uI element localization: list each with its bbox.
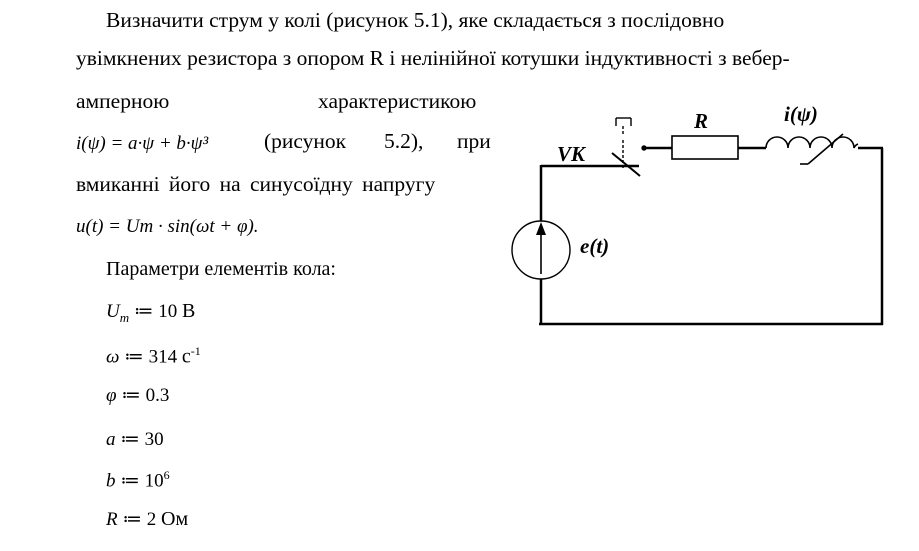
- formula-voltage: u(t) = Um · sin(ωt + φ).: [76, 216, 259, 238]
- param-r: R ≔ 2 Ом: [106, 508, 189, 530]
- text-line-4c: при: [457, 129, 491, 153]
- param-um: Um ≔ 10 В: [106, 300, 196, 325]
- param-r-name: R: [106, 509, 118, 530]
- param-a-value: 30: [144, 429, 164, 450]
- params-heading: Параметри елементів кола:: [106, 258, 336, 280]
- formula-current-text: i(ψ) = a·ψ + b·ψ³: [76, 133, 209, 154]
- inductor-label: i(ψ): [784, 102, 818, 126]
- text-line-3b: характеристикою: [318, 89, 477, 113]
- text-line-3a: амперною: [76, 89, 170, 113]
- formula-voltage-text: u(t) = Um · sin(ωt + φ).: [76, 216, 259, 237]
- text-line-4b: 5.2),: [384, 129, 424, 153]
- param-b-value: 10: [144, 470, 164, 492]
- switch: [611, 117, 647, 177]
- param-um-value: 10: [158, 301, 178, 322]
- resistor: [671, 135, 739, 160]
- param-r-value: 2: [146, 509, 157, 530]
- param-um-sub: m: [119, 309, 130, 325]
- param-phi-value: 0.3: [145, 385, 170, 406]
- param-um-name: U: [106, 301, 120, 322]
- inductor-nonlinear-marker: [807, 133, 844, 165]
- inductor: [765, 136, 859, 149]
- param-b-name: b: [106, 470, 116, 492]
- text-line-1: Визначити струм у колі (рисунок 5.1), як…: [106, 8, 725, 32]
- param-phi: φ ≔ 0.3: [106, 385, 170, 406]
- param-r-unit: Ом: [161, 508, 189, 530]
- voltage-source-arrow-icon: [536, 222, 546, 235]
- param-omega: ω ≔ 314 с-1: [106, 344, 201, 368]
- param-omega-unit: с: [181, 345, 191, 368]
- param-b-value-sup: 6: [163, 468, 170, 482]
- text-line-4a: (рисунок: [264, 129, 347, 153]
- text-line-5: вмиканні його на синусоїдну напругу: [76, 172, 436, 196]
- param-omega-name: ω: [106, 346, 120, 368]
- formula-current: i(ψ) = a·ψ + b·ψ³: [76, 133, 208, 155]
- source-label: e(t): [580, 234, 609, 258]
- param-omega-value: 314: [148, 346, 178, 368]
- resistor-label: R: [693, 109, 708, 133]
- text-line-2: увімкнених резистора з опором R і неліні…: [76, 46, 790, 70]
- param-phi-name: φ: [106, 385, 117, 406]
- param-b: b ≔ 106: [106, 468, 170, 492]
- param-um-unit: В: [182, 300, 196, 322]
- param-a: a ≔ 30: [106, 429, 164, 450]
- param-omega-unit-sup: -1: [190, 344, 201, 358]
- switch-label: VK: [557, 142, 587, 166]
- param-a-name: a: [106, 429, 116, 450]
